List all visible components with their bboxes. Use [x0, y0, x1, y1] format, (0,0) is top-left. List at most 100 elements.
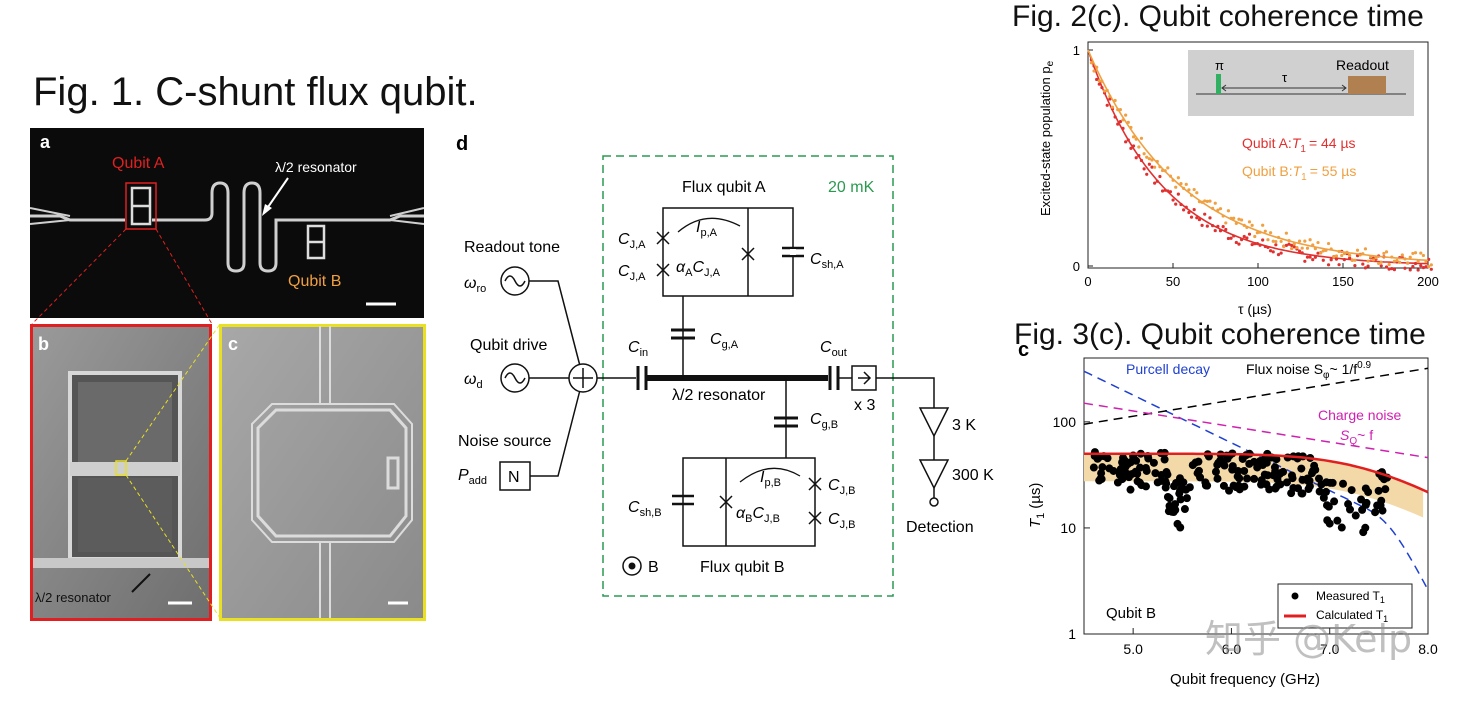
- panel-b-resonator-label: λ/2 resonator: [35, 590, 112, 605]
- fig2-data-point: [1292, 245, 1296, 249]
- b-field-label: B: [648, 559, 659, 576]
- fig2-data-point: [1366, 259, 1370, 263]
- fig2-data-point: [1245, 236, 1249, 240]
- qubit-a-highlight: [125, 182, 157, 230]
- fig2-data-point: [1221, 225, 1225, 229]
- fig2-data-point: [1419, 251, 1423, 255]
- fig2-xtick-label: 100: [1247, 274, 1269, 289]
- qubit-a-shape: [130, 186, 152, 226]
- fig2-data-point: [1290, 243, 1294, 247]
- fig2-data-point: [1147, 157, 1151, 161]
- fig2-data-point: [1208, 199, 1212, 203]
- fig3-data-point: [1288, 474, 1297, 483]
- fig2-data-point: [1176, 176, 1180, 180]
- fig3-purcell-line: [1083, 370, 1429, 591]
- fig3-data-point: [1214, 458, 1223, 467]
- fig2-data-point: [1416, 268, 1420, 272]
- fig2-pi-pulse-icon: [1216, 74, 1221, 94]
- fig3-data-point: [1194, 466, 1203, 475]
- fig3-ytick-label: 100: [1053, 414, 1077, 430]
- fig2-data-point: [1197, 217, 1202, 222]
- amp-3k-icon: [918, 407, 950, 438]
- fig3-ylabel: T1(µs): [1027, 483, 1047, 528]
- fig3-data-point: [1160, 455, 1169, 464]
- fig3-plot-frame: [1083, 357, 1429, 635]
- zoom-line-a-b-left: [31, 228, 127, 325]
- fig2-data-point: [1110, 105, 1115, 109]
- fig3-data-point: [1163, 492, 1172, 501]
- fig2-data-point: [1271, 250, 1275, 254]
- temp-label: 20 mK: [828, 179, 875, 196]
- fig2-data-point: [1187, 188, 1191, 192]
- fig3-data-point: [1310, 461, 1319, 470]
- fig3-data-point: [1337, 523, 1346, 532]
- fig2-data-point: [1192, 187, 1196, 192]
- fig2-data-point: [1421, 266, 1426, 270]
- fig2-data-point: [1408, 255, 1412, 259]
- fig3-data-point: [1308, 469, 1317, 478]
- fig3-data-point: [1374, 486, 1383, 495]
- fig2-data-point: [1171, 198, 1175, 202]
- cout-capacitor: [828, 366, 840, 390]
- fig2-data-point: [1305, 255, 1310, 259]
- fig3-data-point: [1126, 485, 1135, 494]
- fig2-fit-line: [1087, 49, 1429, 265]
- fig2-data-point: [1429, 263, 1433, 267]
- fig2-data-point: [1266, 238, 1270, 242]
- qubit-b-circuit: [682, 457, 816, 547]
- fig3-data-point: [1201, 478, 1210, 487]
- csha-label: Csh,A: [810, 251, 844, 271]
- noise-box-label: N: [508, 469, 520, 486]
- fig3-data-point: [1213, 474, 1222, 483]
- fig2-data-point: [1232, 216, 1236, 220]
- panel-a-resonator-label: λ/2 resonator: [275, 159, 357, 175]
- fig2-data-point: [1413, 251, 1418, 255]
- fig2-data-point: [1382, 251, 1386, 256]
- fig2-data-point: [1137, 145, 1141, 149]
- fig2-data-point: [1174, 202, 1178, 206]
- fig3-legend-calculated: Calculated T1: [1316, 608, 1388, 624]
- fig3-data-point: [1317, 480, 1326, 489]
- fig2-data-point: [1253, 234, 1257, 239]
- fig3-data-point: [1361, 523, 1370, 532]
- fig2-xtick-label: 150: [1332, 274, 1354, 289]
- fig3-data-point: [1162, 468, 1171, 477]
- fig2-data-point: [1392, 268, 1397, 272]
- fig3-charge-noise-label: Charge noise: [1318, 407, 1401, 423]
- fig2-data-point: [1300, 246, 1304, 250]
- fig2-data-point: [1326, 263, 1331, 267]
- fig2-ytick-label: 1: [1073, 43, 1080, 58]
- fig2-data-point: [1305, 246, 1310, 250]
- fig3-data-point: [1238, 453, 1247, 462]
- fig2-data-point: [1247, 232, 1252, 236]
- fig2-ytick-label: 0: [1073, 259, 1080, 274]
- fig3-data-point: [1235, 474, 1244, 483]
- fig3-data-point: [1279, 467, 1288, 476]
- fig3-xlabel: Qubit frequency (GHz): [1170, 671, 1320, 688]
- cga-capacitor: [671, 328, 695, 340]
- detection-label: Detection: [906, 519, 974, 536]
- fig3-data-point: [1175, 474, 1184, 483]
- fig3-data-point: [1381, 485, 1390, 494]
- fig2-data-point: [1166, 166, 1170, 170]
- fig2-data-point: [1319, 251, 1323, 255]
- fig2-data-point: [1182, 208, 1186, 212]
- fig3-data-point: [1211, 467, 1220, 476]
- panel-d-letter: d: [456, 133, 468, 155]
- fig3-data-point: [1287, 489, 1296, 498]
- fig3-data-point: [1228, 462, 1237, 471]
- fig2-data-point: [1279, 251, 1283, 255]
- fig2-data-point: [1308, 238, 1312, 242]
- fig2-inset: [1188, 50, 1414, 116]
- fig3-data-point: [1339, 479, 1348, 488]
- fig3-data-point: [1294, 484, 1303, 493]
- fig2-chart: π τ Readout Qubit A:T1= 44 µs Qubit B:T1…: [1038, 41, 1439, 317]
- fig3-flux-noise-label: Flux noise Sφ~ 1/f0.9: [1246, 360, 1372, 381]
- fig2-data-point: [1118, 120, 1122, 124]
- fig2-data-point: [1153, 165, 1157, 169]
- fig2-data-point: [1195, 191, 1199, 195]
- qubit-b-label: Qubit B: [288, 273, 341, 290]
- fig2-data-point: [1153, 181, 1157, 185]
- fig2-data-point: [1398, 260, 1402, 264]
